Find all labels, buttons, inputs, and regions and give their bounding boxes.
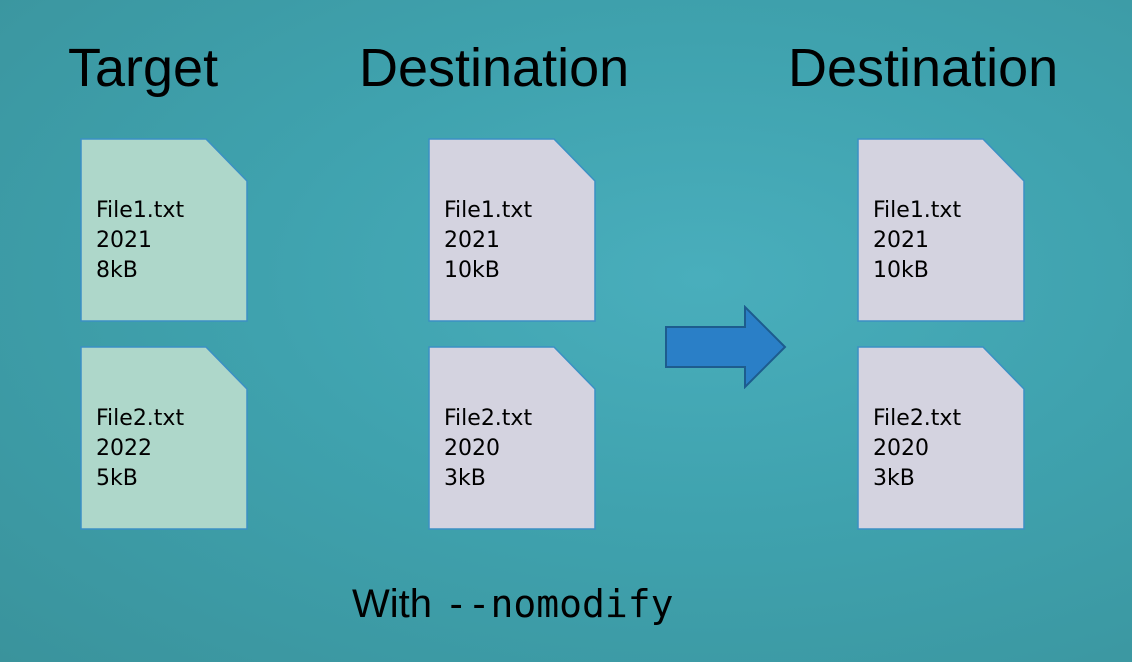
target-file-1: File1.txt 2021 8kB bbox=[80, 138, 248, 322]
destination-before-file-1: File1.txt 2021 10kB bbox=[428, 138, 596, 322]
file-name: File1.txt bbox=[444, 198, 533, 223]
file-year: 2020 bbox=[873, 436, 929, 461]
caption: With --nomodify bbox=[352, 580, 674, 628]
file-year: 2021 bbox=[873, 228, 929, 253]
file-name: File1.txt bbox=[96, 198, 185, 223]
target-heading: Target bbox=[68, 38, 219, 98]
destination-after-heading: Destination bbox=[788, 38, 1059, 98]
file-icon bbox=[428, 138, 596, 322]
file-year: 2022 bbox=[96, 436, 152, 461]
file-year: 2021 bbox=[96, 228, 152, 253]
destination-after-file-1: File1.txt 2021 10kB bbox=[857, 138, 1025, 322]
caption-flag: --nomodify bbox=[444, 582, 674, 626]
file-size: 5kB bbox=[96, 466, 138, 491]
file-size: 3kB bbox=[873, 466, 915, 491]
file-icon bbox=[857, 138, 1025, 322]
file-year: 2020 bbox=[444, 436, 500, 461]
file-icon bbox=[80, 138, 248, 322]
file-name: File1.txt bbox=[873, 198, 962, 223]
file-icon bbox=[80, 346, 248, 530]
file-year: 2021 bbox=[444, 228, 500, 253]
destination-before-file-2: File2.txt 2020 3kB bbox=[428, 346, 596, 530]
destination-before-heading: Destination bbox=[359, 38, 630, 98]
file-name: File2.txt bbox=[96, 406, 185, 431]
file-icon bbox=[857, 346, 1025, 530]
file-size: 10kB bbox=[444, 258, 500, 283]
target-file-2: File2.txt 2022 5kB bbox=[80, 346, 248, 530]
right-arrow-icon bbox=[665, 304, 787, 390]
destination-after-file-2: File2.txt 2020 3kB bbox=[857, 346, 1025, 530]
caption-word: With bbox=[352, 582, 432, 626]
file-size: 8kB bbox=[96, 258, 138, 283]
file-name: File2.txt bbox=[873, 406, 962, 431]
file-size: 3kB bbox=[444, 466, 486, 491]
file-icon bbox=[428, 346, 596, 530]
file-name: File2.txt bbox=[444, 406, 533, 431]
file-size: 10kB bbox=[873, 258, 929, 283]
transfer-arrow bbox=[664, 304, 788, 390]
